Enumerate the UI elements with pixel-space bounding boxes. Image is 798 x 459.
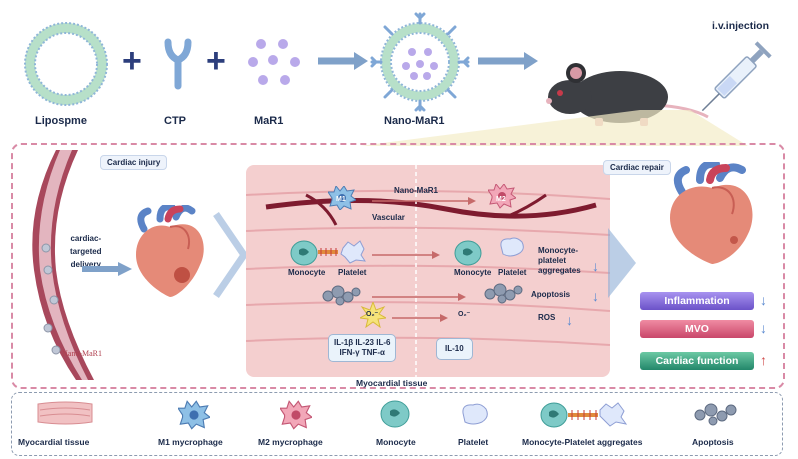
legend-platelet-label: Platelet — [458, 437, 489, 447]
ros-burst-icon — [360, 302, 386, 328]
injection-label: i.v.injection — [712, 20, 769, 32]
apoptosis-cluster-icon — [484, 283, 523, 304]
monocyte-right-label: Monocyte — [454, 268, 492, 277]
link-icon — [318, 248, 338, 256]
injured-heart-icon — [136, 205, 204, 297]
nano-mar1-icon — [370, 12, 470, 112]
arrow-down-icon: ↓ — [592, 288, 599, 304]
il10-box: IL-10 — [436, 338, 473, 360]
m1-macrophage-icon — [328, 186, 356, 210]
platelet-left-label: Platelet — [338, 268, 367, 277]
legend-m2-icon — [280, 400, 312, 430]
legend-tissue-icon — [37, 401, 93, 425]
legend-apoptosis-icon — [694, 403, 737, 426]
nano-mar1-label: Nano-MaR1 — [384, 115, 445, 127]
liposome-icon — [24, 22, 108, 106]
monocyte-icon — [454, 240, 482, 266]
o2-right-label: O₂⁻ — [458, 311, 471, 318]
arrow-right-icon — [372, 251, 440, 259]
legend-monocyte-label: Monocyte — [376, 437, 416, 447]
m2-macrophage-icon — [488, 184, 516, 209]
cytokine-line-2: IFN-γ TNF-α — [339, 348, 385, 357]
platelet-icon — [340, 240, 366, 264]
m1-label: M1 — [336, 196, 346, 203]
legend-panel — [11, 392, 783, 456]
outcome-cardiac-function: Cardiac function — [640, 352, 754, 370]
platelet-icon — [500, 237, 524, 257]
nano-mar1-vessel-label: Nano-MaR1 — [62, 349, 102, 358]
mar1-label: MaR1 — [254, 115, 284, 127]
legend-m1-label: M1 mycrophage — [158, 437, 223, 447]
mar1-icon — [248, 39, 300, 85]
cardiac-repair-tag: Cardiac repair — [603, 160, 671, 175]
blood-vessel — [32, 150, 94, 380]
plus-icon-1: + — [122, 42, 142, 80]
zoom-beam — [360, 110, 748, 146]
outcome-mvo: MVO — [640, 320, 754, 338]
outcome-label: Inflammation — [664, 295, 730, 307]
repaired-heart-icon — [670, 162, 753, 264]
m2-label: M2 — [496, 196, 506, 203]
monocyte-icon — [290, 240, 318, 266]
arrow-right-icon — [478, 52, 538, 70]
cardiac-injury-tag: Cardiac injury — [100, 155, 168, 170]
liposome-label: Lipospme — [35, 115, 87, 127]
aggregates-label: Monocyte- platelet aggregates — [538, 246, 581, 275]
monocyte-left-label: Monocyte — [288, 268, 326, 277]
tissue-nano-mar1-label: Nano-MaR1 — [394, 186, 439, 195]
legend-monocyte-icon — [380, 400, 410, 428]
arrow-down-icon: ↓ — [760, 292, 767, 308]
arrow-right-icon — [82, 262, 132, 276]
vascular-label: Vascular — [372, 213, 405, 222]
legend-aggregates-label: Monocyte-Platelet aggregates — [522, 437, 643, 447]
outcome-label: Cardiac function — [655, 355, 739, 367]
outcome-label: MVO — [685, 323, 709, 335]
legend-m2-label: M2 mycrophage — [258, 437, 323, 447]
arrow-right-icon — [318, 52, 368, 70]
apoptosis-cluster-icon — [322, 285, 361, 306]
legend-tissue-label: Myocardial tissue — [18, 437, 90, 447]
arrow-down-icon: ↓ — [592, 258, 599, 274]
arrow-right-icon — [372, 197, 476, 205]
ctp-icon — [164, 38, 192, 90]
arrow-right-icon — [372, 293, 466, 301]
arrow-down-icon: ↓ — [760, 320, 767, 336]
legend-platelet-icon — [462, 403, 488, 425]
arrow-down-icon: ↓ — [566, 312, 573, 328]
chevron-right-icon — [213, 212, 248, 298]
legend-apoptosis-label: Apoptosis — [692, 437, 734, 447]
myocardial-tissue-illustration — [246, 165, 610, 377]
pro-inflammatory-cytokines-box: IL-1β IL-23 IL-6 IFN-γ TNF-α — [328, 334, 397, 362]
syringe-icon — [701, 41, 772, 112]
o2-left-label: O₂⁻ — [366, 311, 379, 318]
platelet-right-label: Platelet — [498, 268, 527, 277]
plus-icon-2: + — [206, 42, 226, 80]
outcome-inflammation: Inflammation — [640, 292, 754, 310]
arrow-right-icon — [392, 314, 448, 322]
mechanism-panel — [11, 143, 785, 389]
legend-aggregate-icon — [540, 402, 628, 428]
apoptosis-label: Apoptosis — [531, 290, 571, 299]
cytokine-line-1: IL-1β IL-23 IL-6 — [334, 338, 391, 347]
ros-label: ROS — [538, 313, 556, 322]
arrow-up-icon: ↑ — [760, 352, 767, 368]
chevron-right-icon — [608, 228, 636, 298]
ctp-label: CTP — [164, 115, 186, 127]
legend-m1-icon — [178, 400, 210, 430]
myocardial-tissue-label: Myocardial tissue — [356, 378, 428, 388]
targeted-delivery-label: cardiac- targeted delivery — [70, 234, 102, 269]
